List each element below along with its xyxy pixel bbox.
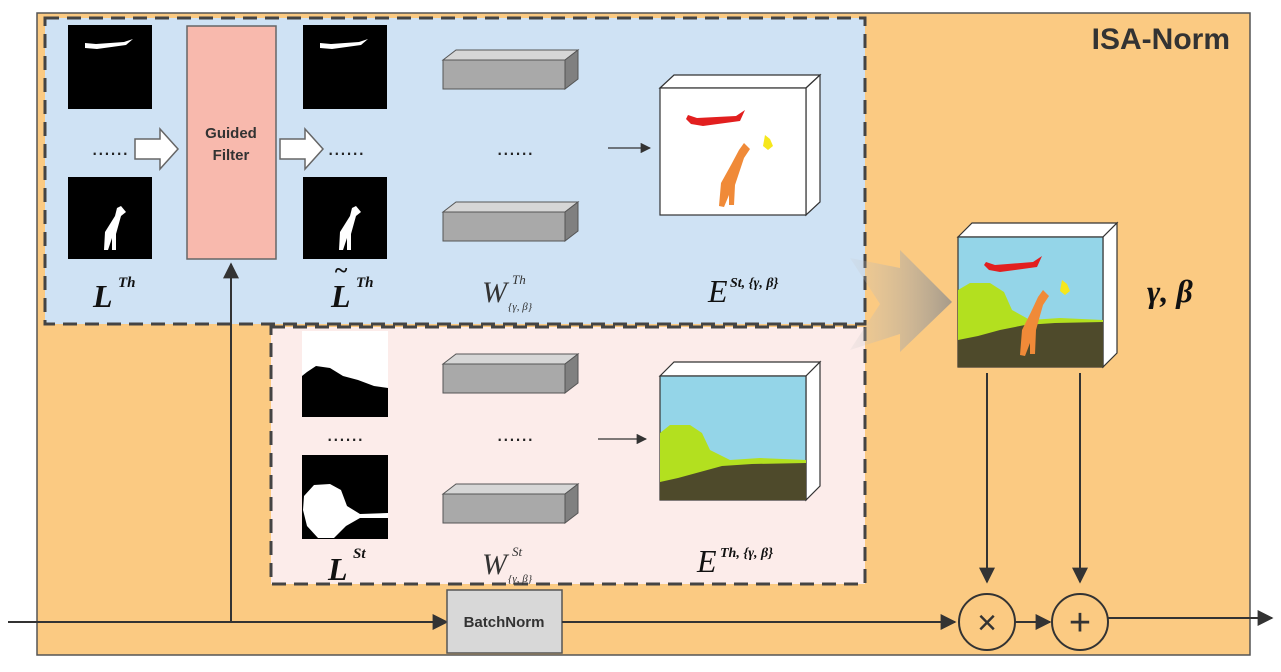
label-E-th: E Th, {γ, β} <box>696 543 773 579</box>
svg-text:St, {γ, β}: St, {γ, β} <box>730 276 779 291</box>
svg-text:{γ, β}: {γ, β} <box>508 573 533 585</box>
mask-stuff-sky <box>302 331 388 417</box>
ellipsis-3: ...... <box>497 135 534 160</box>
ellipsis-4: ...... <box>327 421 364 446</box>
isa-norm-title: ISA-Norm <box>1092 23 1230 56</box>
weight-bar-top-1 <box>441 48 580 91</box>
guided-filter-line2: Filter <box>213 147 250 164</box>
label-L-tilde-th: ~ L Th <box>330 258 374 314</box>
gamma-beta-label: γ, β <box>1147 273 1193 309</box>
svg-text:Th: Th <box>118 275 136 291</box>
svg-text:E: E <box>707 273 728 309</box>
svg-text:Th, {γ, β}: Th, {γ, β} <box>720 546 773 561</box>
label-W-th: W Th {γ, β} <box>482 272 533 313</box>
thing-embedding-cube <box>658 73 822 217</box>
multiply-symbol: × <box>977 604 997 642</box>
mask-stuff-grass <box>302 455 388 539</box>
svg-text:St: St <box>353 546 366 562</box>
ellipsis-2: ...... <box>328 135 365 160</box>
label-W-st: W St {γ, β} <box>482 544 533 585</box>
weight-bar-bottom-1 <box>441 352 580 395</box>
arrow-out-filter <box>279 127 325 171</box>
mask-thing-giraffe <box>68 177 152 259</box>
merge-arrow <box>850 250 952 352</box>
guided-filter-line1: Guided <box>205 125 257 142</box>
label-E-st: E St, {γ, β} <box>707 273 779 309</box>
ellipsis-1: ...... <box>92 135 129 160</box>
ellipsis-5: ...... <box>497 421 534 446</box>
svg-text:Th: Th <box>356 275 374 291</box>
svg-text:L: L <box>330 278 351 314</box>
add-operator <box>1051 593 1109 651</box>
stuff-embedding-cube <box>658 360 822 502</box>
svg-text:St: St <box>512 544 523 559</box>
svg-text:L: L <box>92 278 113 314</box>
svg-text:{γ, β}: {γ, β} <box>508 301 533 313</box>
svg-text:L: L <box>327 551 348 587</box>
svg-text:W: W <box>482 276 510 309</box>
weight-bar-bottom-2 <box>441 482 580 525</box>
arrow-into-filter <box>134 127 180 171</box>
mask-filtered-plane <box>303 25 387 109</box>
combined-modulation-cube <box>956 221 1119 369</box>
weight-bar-top-2 <box>441 200 580 243</box>
guided-filter-box[interactable] <box>186 25 277 260</box>
add-symbol: + <box>1069 602 1091 644</box>
svg-text:W: W <box>482 548 510 581</box>
label-L-th: L Th <box>92 275 136 314</box>
batchnorm-box[interactable] <box>446 589 563 654</box>
svg-text:Th: Th <box>512 272 526 287</box>
label-L-st: L St <box>327 546 366 587</box>
svg-text:E: E <box>696 543 717 579</box>
mask-filtered-giraffe <box>303 177 387 259</box>
mask-thing-plane <box>68 25 152 109</box>
batchnorm-label: BatchNorm <box>464 614 545 631</box>
svg-text:~: ~ <box>334 258 348 284</box>
